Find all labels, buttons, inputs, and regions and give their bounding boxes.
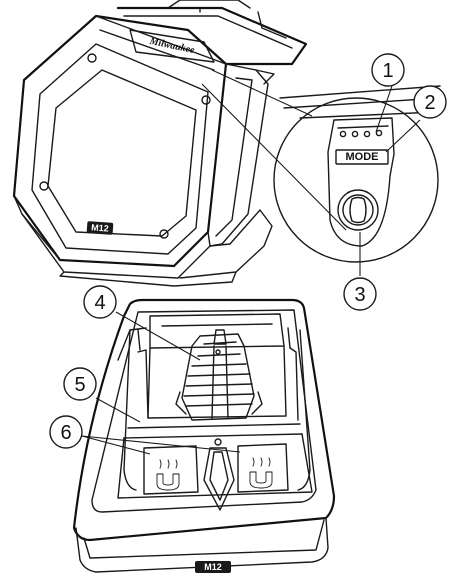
magnet-left xyxy=(143,445,199,495)
svg-text:3: 3 xyxy=(354,284,365,306)
led-3 xyxy=(363,130,371,138)
callout-5: 5 xyxy=(63,367,97,401)
callout-2: 2 xyxy=(413,85,447,119)
led-1 xyxy=(339,130,347,138)
led-2 xyxy=(351,130,359,138)
base-figure: M12 xyxy=(72,298,336,573)
control-panel-detail: MODE xyxy=(273,85,441,263)
light-head-figure: Milwaukee M12 xyxy=(12,0,347,287)
battery-port xyxy=(175,329,263,421)
svg-text:5: 5 xyxy=(74,374,85,396)
callout-6: 6 xyxy=(49,415,83,449)
leader-lines xyxy=(81,85,421,455)
magnet-right xyxy=(237,443,289,493)
callout-1: 1 xyxy=(371,53,405,87)
svg-text:1: 1 xyxy=(382,60,393,82)
led-4 xyxy=(375,129,383,137)
mode-label: MODE xyxy=(346,151,379,163)
badge-m12-top: M12 xyxy=(91,222,109,233)
callout-3: 3 xyxy=(343,277,377,311)
svg-text:6: 6 xyxy=(60,422,71,444)
svg-text:4: 4 xyxy=(94,292,105,314)
badge-m12-bottom: M12 xyxy=(204,562,222,572)
callout-4: 4 xyxy=(83,285,117,319)
brand-logo: Milwaukee xyxy=(148,36,196,57)
mode-button[interactable] xyxy=(337,189,379,231)
svg-text:2: 2 xyxy=(424,92,435,114)
